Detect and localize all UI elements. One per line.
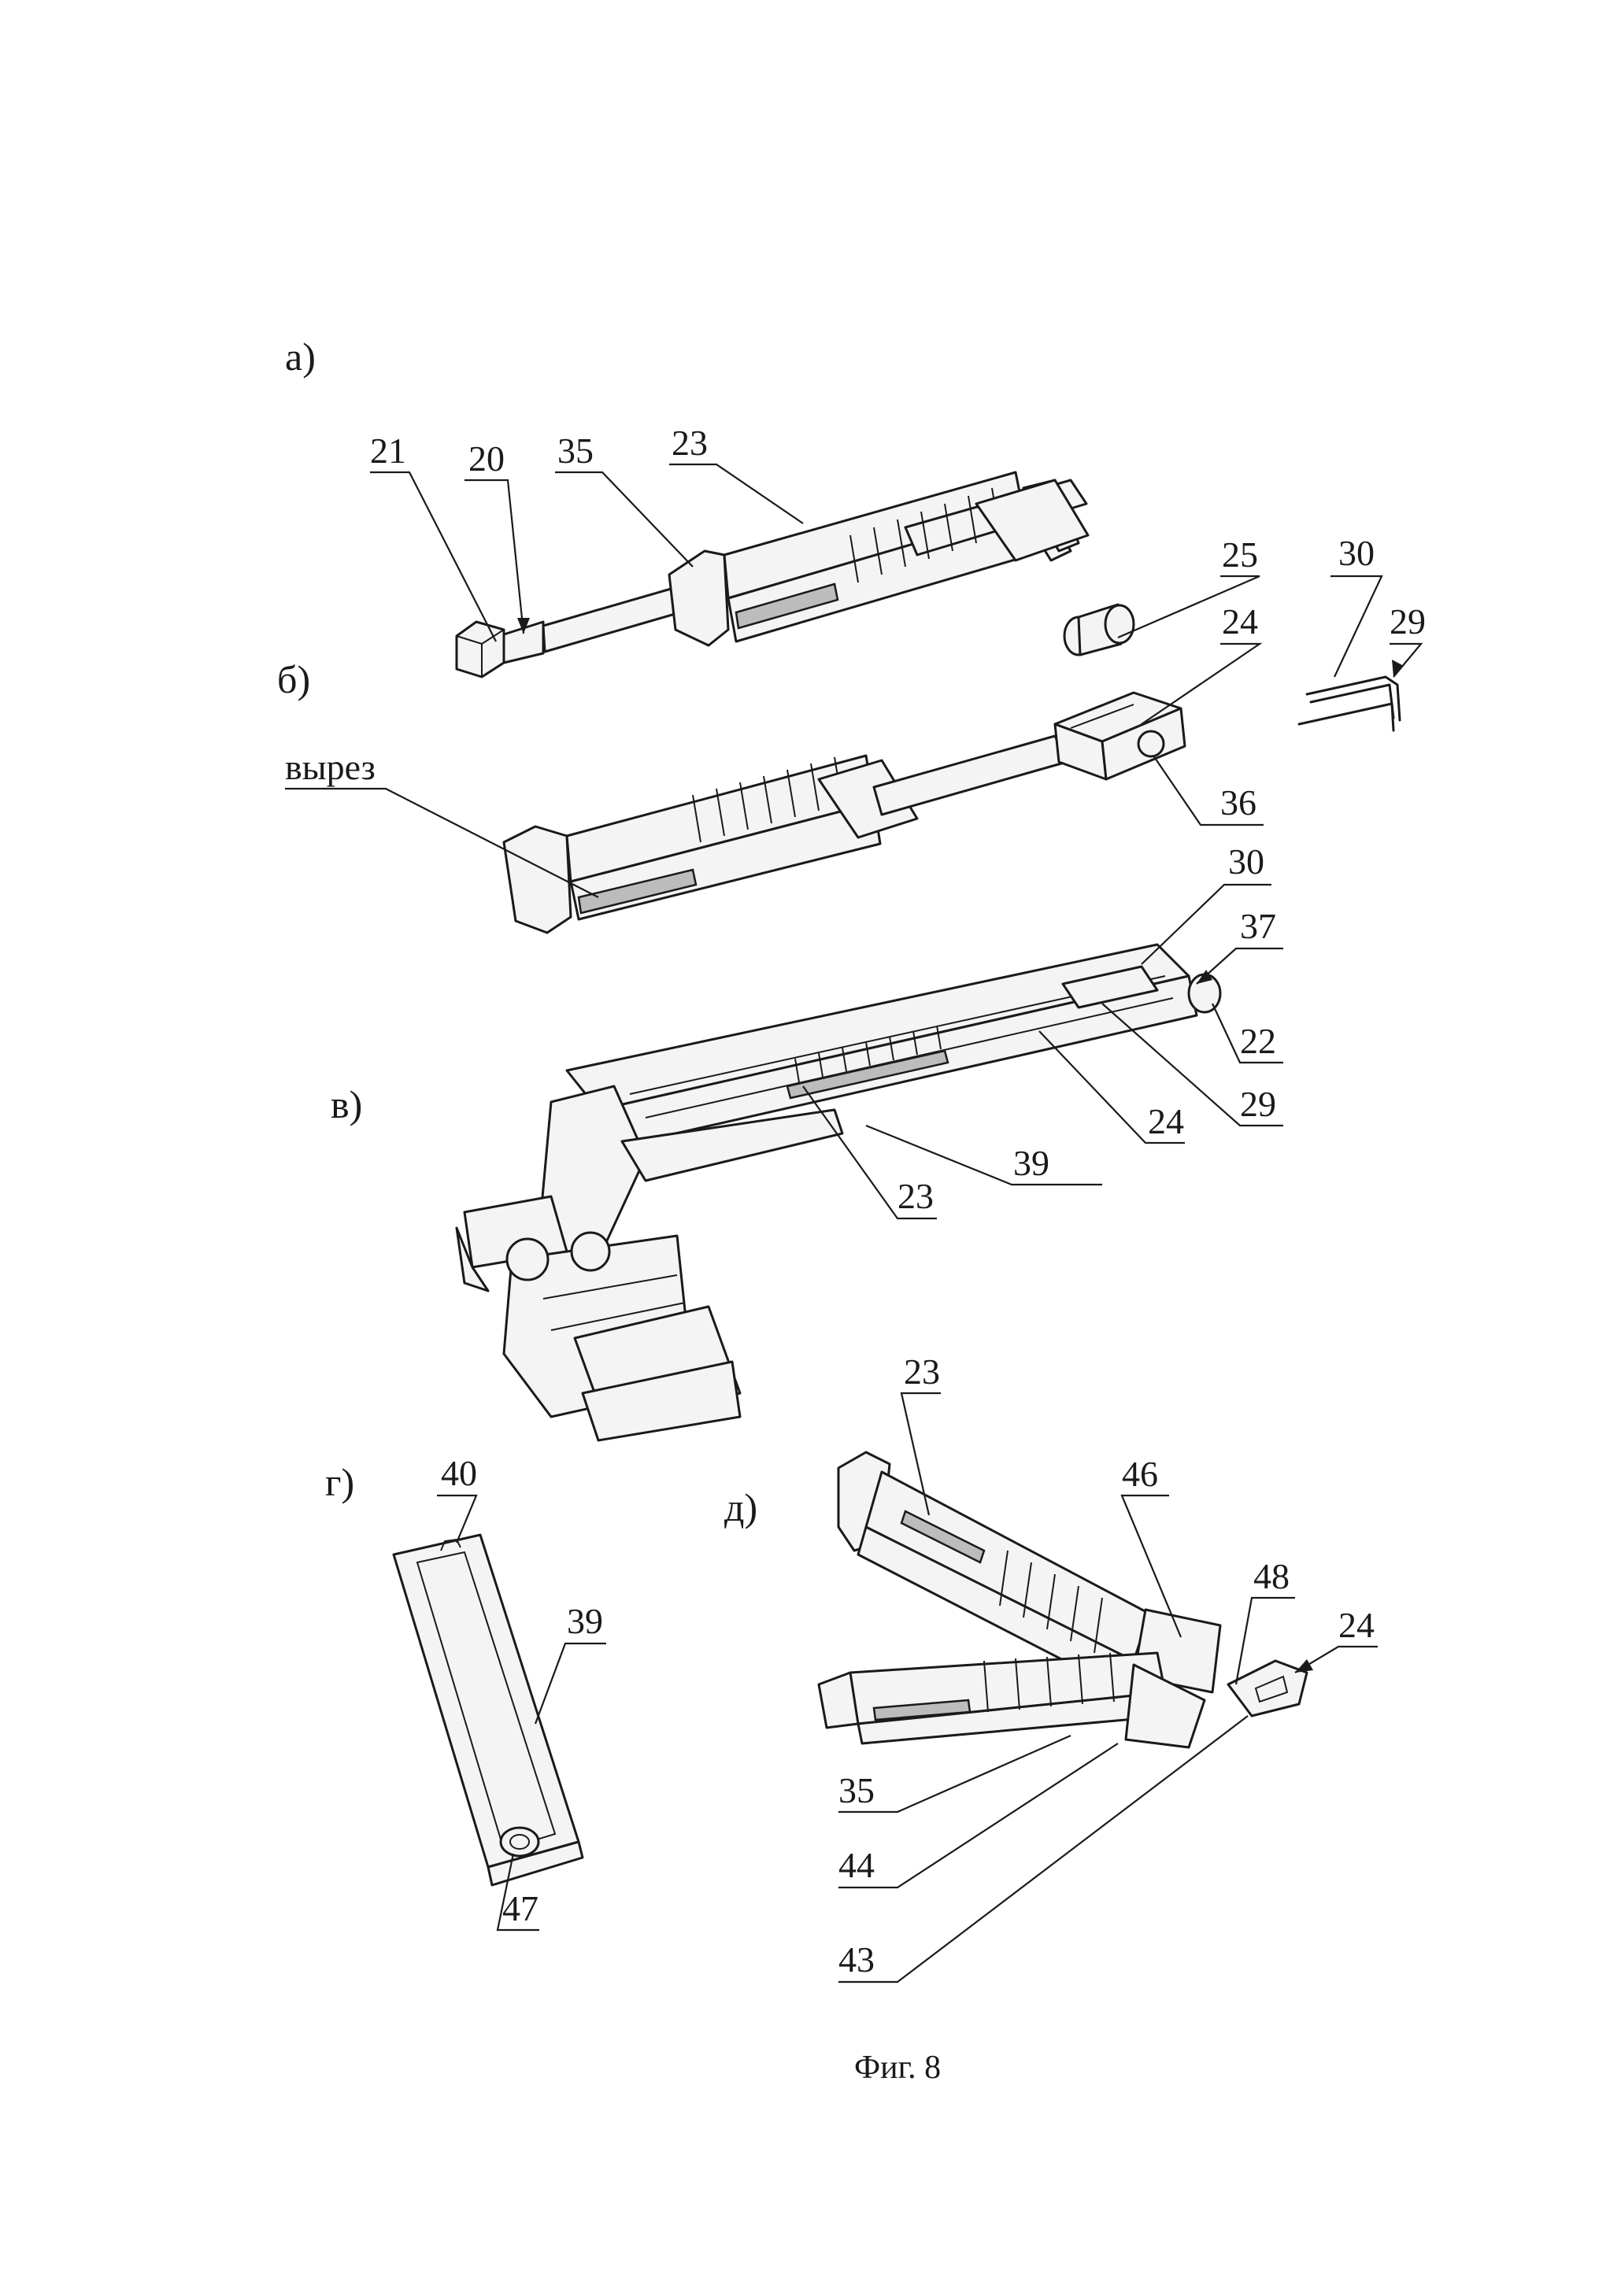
panel-label-d: д) [724,1485,757,1529]
callout-37: 37 [1240,906,1276,946]
panel-label-b: б) [277,657,310,701]
panel-v: в) 30 37 22 29 [331,841,1283,1442]
wedge-part-24 [1227,1659,1308,1717]
leader-39-v [865,1124,1102,1186]
panel-label-v: в) [331,1082,362,1126]
callout-39-v: 39 [1013,1143,1049,1183]
pin-part-25 [1063,603,1135,656]
callout-29-v: 29 [1240,1084,1276,1124]
callout-24-b: 24 [1222,601,1258,641]
callout-24-v: 24 [1148,1101,1184,1141]
callout-24-d: 24 [1338,1605,1375,1645]
slider-body-with-cutout [502,734,1068,934]
callout-29-b: 29 [1390,601,1426,641]
callout-25: 25 [1222,534,1258,575]
leader-43 [838,1715,1249,1984]
block-part-24 [1053,691,1186,781]
panel-d: д) 23 46 48 24 [724,1351,1378,1984]
leader-30-b [1330,575,1383,678]
arrowhead-24-d [1295,1659,1313,1673]
leader-21 [370,471,497,642]
leader-44 [838,1743,1119,1889]
panel-label-a: а) [285,335,316,379]
leader-25 [1117,575,1260,639]
slider-body-23 [668,471,1090,647]
callout-36: 36 [1220,782,1256,823]
leader-20 [464,479,525,634]
leader-23-d [900,1392,941,1516]
leader-23-v [802,1085,937,1220]
panel-a: а) 21 20 35 23 [285,335,1090,678]
slider-body-lower [817,1651,1206,1749]
callout-23-a: 23 [672,423,708,463]
callout-46: 46 [1122,1454,1158,1494]
leader-cutout [285,787,599,898]
panel-label-g: г) [325,1460,354,1504]
leader-22 [1212,1003,1283,1064]
leader-36 [1153,755,1264,826]
leader-39-g [534,1642,606,1725]
callout-40: 40 [441,1453,477,1493]
leader-40 [437,1494,478,1544]
panel-g: г) 40 39 47 [325,1453,606,1932]
callout-48: 48 [1253,1556,1290,1596]
callout-21: 21 [370,431,406,471]
callout-35-d: 35 [838,1770,875,1810]
leader-30-v [1141,883,1271,965]
arrowhead-37 [1197,970,1212,984]
figure-caption: Фиг. 8 [854,2050,941,2086]
callout-20: 20 [468,438,505,479]
leader-37 [1196,947,1283,985]
arrowhead-20 [517,618,530,634]
callout-43: 43 [838,1939,875,1980]
callout-30-v: 30 [1228,841,1264,882]
panel-b: б) 25 [277,533,1426,934]
leader-47 [496,1853,539,1932]
callout-35: 35 [557,431,594,471]
arrowhead-29-b [1392,660,1404,677]
leader-46 [1120,1494,1182,1638]
leader-23-a [669,463,804,524]
slider-body-upper [837,1451,1222,1694]
leader-35 [555,471,694,568]
callout-23-v: 23 [897,1176,934,1216]
callout-22: 22 [1240,1021,1276,1061]
guide-plate-39 [392,1533,584,1887]
callout-39-g: 39 [567,1601,603,1641]
leader-29-v [1101,1003,1283,1127]
leader-24-v [1038,1030,1185,1144]
leader-35-d [838,1734,1071,1814]
callout-cutout: вырез [285,747,376,787]
screw-part-21 [455,581,698,678]
leader-24-b [1141,642,1263,725]
leader-48 [1234,1596,1295,1685]
assembled-tool [455,943,1222,1442]
spring-clip-29-30 [1297,675,1401,732]
callout-44: 44 [838,1845,875,1885]
callout-30-b: 30 [1338,533,1375,573]
callout-47: 47 [502,1888,538,1928]
callout-23-d: 23 [904,1351,940,1392]
